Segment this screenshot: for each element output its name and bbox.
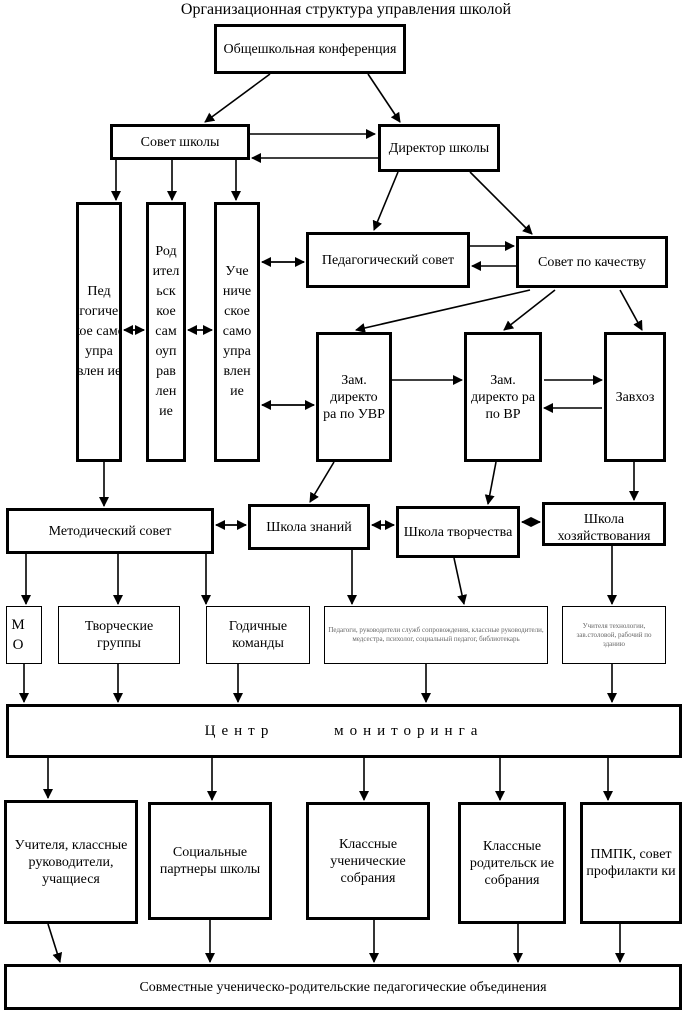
connector-arrow xyxy=(204,73,271,123)
connector-arrow xyxy=(453,557,467,605)
diagram-title: Организационная структура управления шко… xyxy=(180,1,512,18)
node-pedagogical-staff: Педагоги, руководители служб сопровожден… xyxy=(324,606,548,664)
node-class-parent-meetings: Классные родительск ие собрания xyxy=(458,802,566,924)
connector-arrow xyxy=(484,461,497,505)
node-deputy-uvr: Зам. директо ра по УВР xyxy=(316,332,392,462)
connector-arrow xyxy=(469,171,533,235)
node-student-self-government: Уче ниче ское само упра влен ие xyxy=(214,202,260,462)
connector-arrow xyxy=(367,73,401,123)
connector-arrow xyxy=(372,171,399,231)
connector-arrow xyxy=(619,289,643,331)
node-school-creativity: Школа творчества xyxy=(396,506,520,558)
node-pmpk-council: ПМПК, совет профилакти ки xyxy=(580,802,682,924)
node-methodical-council: Методический совет xyxy=(6,508,214,554)
node-school-economy: Школа хозяйствования xyxy=(542,502,666,546)
connector-arrow xyxy=(355,289,531,333)
node-school-knowledge: Школа знаний xyxy=(248,504,370,550)
connector-arrow xyxy=(503,289,556,331)
node-quality-council: Совет по качеству xyxy=(516,236,668,288)
connector-arrow xyxy=(309,461,335,503)
node-annual-teams: Годичные команды xyxy=(206,606,310,664)
node-support-staff: Учителя технологии, зав.столовой, рабочи… xyxy=(562,606,666,664)
node-class-student-meetings: Классные ученические собрания xyxy=(306,802,430,920)
node-teachers-students: Учителя, классные руководители, учащиеся xyxy=(4,800,138,924)
node-parent-self-government: Род ител ьск кое сам оуп рав лен ие xyxy=(146,202,186,462)
node-monitoring-center: Центр мониторинга xyxy=(6,704,682,758)
node-director: Директор школы xyxy=(378,124,500,172)
node-creative-groups: Творческие группы xyxy=(58,606,180,664)
node-zavhoz: Завхоз xyxy=(604,332,666,462)
node-school-council: Совет школы xyxy=(110,124,250,160)
connector-arrow xyxy=(47,923,63,963)
node-mo: М О xyxy=(6,606,42,664)
node-joint-associations: Совместные ученическо-родительские педаг… xyxy=(4,964,682,1010)
node-ped-self-government: Пед агогичес кое само упра влен ие xyxy=(76,202,122,462)
node-social-partners: Социальные партнеры школы xyxy=(148,802,272,920)
node-ped-council: Педагогический совет xyxy=(306,232,470,288)
node-conference: Общешкольная конференция xyxy=(214,24,406,74)
node-deputy-vr: Зам. директо ра по ВР xyxy=(464,332,542,462)
